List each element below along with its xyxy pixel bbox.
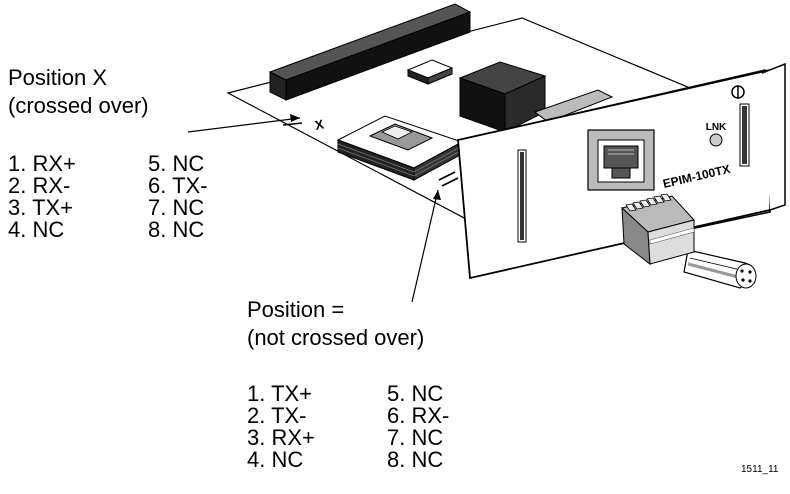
straight-pin-3: 3. RX+ <box>247 425 315 450</box>
straight-pin-1: 1. TX+ <box>247 381 313 406</box>
straight-pin-4: 4. NC <box>247 447 304 472</box>
crossed-pin-8: 8. NC <box>148 217 205 242</box>
lnk-led <box>709 133 723 147</box>
rj45-plug-cable <box>620 193 757 289</box>
bracket-strip <box>533 89 614 123</box>
straight-pin-2: 2. TX- <box>247 403 307 428</box>
crossed-pin-3: 3. TX+ <box>8 195 74 220</box>
crossed-pin-4: 4. NC <box>8 217 65 242</box>
switch-eq-mark <box>438 171 459 187</box>
crossed-pin-5: 5. NC <box>148 151 205 176</box>
rj45-port <box>587 129 655 191</box>
board-chip <box>406 59 454 85</box>
crossed-pin-6: 6. TX- <box>148 173 208 198</box>
lnk-label: LNK <box>706 122 727 133</box>
position-eq-title: Position = <box>247 297 345 322</box>
figure-id: 1511_11 <box>741 464 779 475</box>
crossover-switch <box>336 115 464 181</box>
straight-pin-5: 5. NC <box>387 381 444 406</box>
crossed-pin-1: 1. RX+ <box>8 151 76 176</box>
crossed-pin-2: 2. RX- <box>8 173 71 198</box>
leader-line-x <box>187 114 301 133</box>
position-eq-subtitle: (not crossed over) <box>247 325 425 350</box>
board-transformer <box>458 61 547 133</box>
position-x-title: Position X <box>8 65 108 90</box>
position-x-subtitle: (crossed over) <box>8 93 149 118</box>
straight-pin-6: 6. RX- <box>387 403 450 428</box>
straight-pin-7: 7. NC <box>387 425 444 450</box>
straight-pin-8: 8. NC <box>387 447 444 472</box>
board-connector <box>268 3 472 101</box>
leader-line-eq <box>411 189 441 303</box>
crossed-pin-7: 7. NC <box>148 195 205 220</box>
switch-x-mark: X <box>314 116 326 133</box>
